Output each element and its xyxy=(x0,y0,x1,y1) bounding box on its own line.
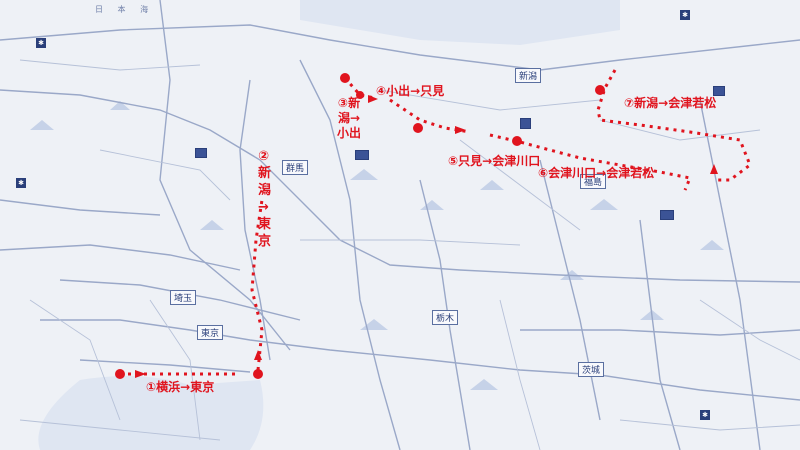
info-icon: ✱ xyxy=(36,38,46,48)
info-icon: ✱ xyxy=(680,10,690,20)
prefecture-tochigi: 栃木 xyxy=(432,310,459,325)
mountain-shading xyxy=(30,101,724,390)
origin-dot xyxy=(115,369,125,379)
info-icon: ✱ xyxy=(700,410,710,420)
arrow-up xyxy=(254,350,262,360)
route-label-leg7: ⑦新潟→会津若松 xyxy=(624,96,717,110)
route-label-leg5: ⑤只見→会津川口 xyxy=(448,154,541,168)
sea-area xyxy=(300,0,620,45)
route-label-leg4: ④小出→只見 xyxy=(376,84,445,98)
route-dots xyxy=(115,69,752,379)
bay-area xyxy=(38,376,264,450)
route-label-leg1: ①横浜→東京 xyxy=(146,380,215,394)
route-label-leg6: ⑥会津川口→会津若松 xyxy=(538,166,655,180)
station-marker xyxy=(660,210,674,220)
route-label-leg3: ③新潟→小出 xyxy=(336,96,361,140)
sea-label: 日 本 海 xyxy=(95,5,155,14)
prefecture-ibaraki: 茨城 xyxy=(578,362,605,377)
rail-network-minor xyxy=(19,59,800,450)
info-icon: ✱ xyxy=(16,178,26,188)
prefecture-niigata: 新潟 xyxy=(515,68,542,83)
prefecture-saitama: 埼玉 xyxy=(170,290,197,305)
station-marker xyxy=(520,118,531,129)
station-marker xyxy=(195,148,207,158)
prefecture-fukushima: 福島 xyxy=(580,174,607,189)
prefecture-tokyo: 東京 xyxy=(197,325,224,340)
arrow-right xyxy=(135,370,146,378)
station-marker xyxy=(355,150,369,160)
route-label-leg2: ②新潟→東京 xyxy=(258,149,272,249)
station-marker xyxy=(713,86,725,96)
prefecture-gunma: 群馬 xyxy=(282,160,309,175)
